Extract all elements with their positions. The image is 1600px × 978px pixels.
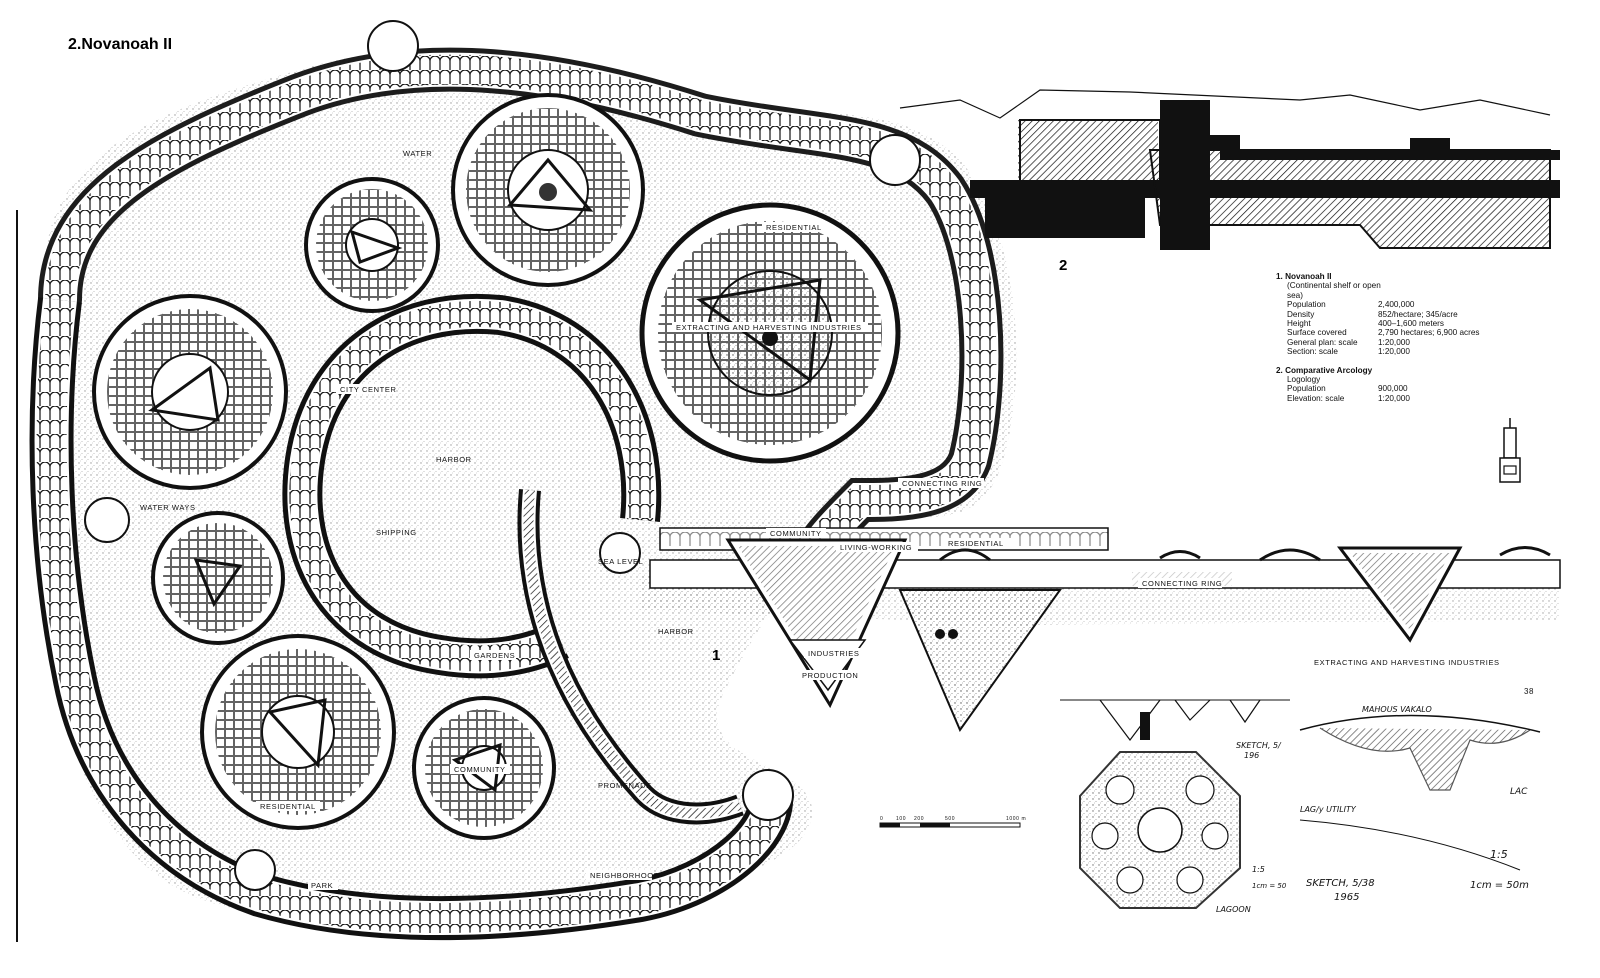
info-key: Elevation: scale bbox=[1287, 393, 1345, 403]
sketch-lac: LAC bbox=[1510, 787, 1528, 797]
sketch-note-a: SKETCH, 5/ bbox=[1236, 741, 1282, 750]
sketch-note-c: 1:5 bbox=[1490, 848, 1508, 861]
info-table: 1. Novanoah II (Continental shelf or ope… bbox=[1276, 272, 1526, 403]
figure-number-2: 2 bbox=[1059, 257, 1067, 274]
info-key: Population bbox=[1287, 300, 1326, 310]
arcology-elevation bbox=[899, 89, 1560, 250]
info-item1-heading: 1. Novanoah II bbox=[1276, 272, 1332, 281]
label-shipping: SHIPPING bbox=[376, 528, 417, 537]
scale-tick-200: 200 bbox=[914, 816, 924, 822]
info-row: Surface covered 2,790 hectares; 6,900 acr… bbox=[1276, 328, 1526, 337]
info-row: General plan: scale 1:20,000 bbox=[1276, 338, 1526, 347]
sketch-lagoon: LAGOON bbox=[1216, 905, 1251, 914]
label-neighborhood: NEIGHBORHOOD bbox=[590, 871, 660, 880]
scale-tick-0: 0 bbox=[880, 816, 883, 822]
pod-southwest-small bbox=[151, 511, 285, 645]
pod-west bbox=[92, 294, 288, 490]
scale-tick-1000: 1000 m bbox=[1006, 816, 1026, 822]
label-community-plan: COMMUNITY bbox=[454, 765, 506, 774]
info-row: Height 400–1,600 meters bbox=[1276, 319, 1526, 328]
info-value: 1:20,000 bbox=[1378, 393, 1410, 403]
info-item2-heading: 2. Comparative Arcology bbox=[1276, 365, 1373, 375]
section-label-industries: INDUSTRIES bbox=[808, 649, 859, 658]
label-harbor-inner: HARBOR bbox=[436, 455, 472, 464]
info-row: Population 2,400,000 bbox=[1276, 300, 1526, 309]
label-harbor-outer: HARBOR bbox=[658, 627, 694, 636]
label-residential-top: RESIDENTIAL bbox=[766, 223, 822, 232]
label-residential-bottom: RESIDENTIAL bbox=[260, 802, 316, 811]
info-value: 852/hectare; 345/acre bbox=[1378, 309, 1458, 319]
info-value: 900,000 bbox=[1378, 384, 1408, 394]
info-key: Surface covered bbox=[1287, 328, 1347, 338]
sketch-date: SKETCH, 5/38 bbox=[1306, 878, 1375, 889]
info-row: Section: scale 1:20,000 bbox=[1276, 347, 1526, 356]
info-value: 2,790 hectares; 6,900 acres bbox=[1378, 328, 1480, 338]
section-label-extracting: EXTRACTING AND HARVESTING INDUSTRIES bbox=[1314, 658, 1500, 667]
info-item2-sub: Logology bbox=[1287, 375, 1321, 385]
sketch-note-b: 1:5 bbox=[1252, 865, 1265, 874]
scale-tick-500: 500 bbox=[945, 816, 955, 822]
label-extracting-plan: EXTRACTING AND HARVESTING INDUSTRIES bbox=[676, 323, 862, 332]
pod-northwest bbox=[304, 177, 440, 313]
info-key: Population bbox=[1287, 384, 1326, 394]
info-value: 1:20,000 bbox=[1378, 337, 1410, 347]
sketch-note-b2: 1cm = 50 bbox=[1252, 882, 1287, 890]
info-item1-sub: (Continental shelf or open sea) bbox=[1287, 281, 1381, 300]
section-label-production: PRODUCTION bbox=[802, 671, 858, 680]
scale-tick-100: 100 bbox=[896, 816, 906, 822]
sketch-section-right bbox=[1299, 714, 1541, 871]
page-binding-edge bbox=[16, 210, 18, 942]
label-park: PARK bbox=[311, 881, 333, 890]
info-value: 2,400,000 bbox=[1378, 300, 1415, 310]
figure-number-1: 1 bbox=[712, 647, 720, 664]
info-row: Population 900,000 bbox=[1276, 384, 1526, 393]
sketch-section-small bbox=[1060, 699, 1290, 741]
label-water: WATER bbox=[403, 149, 432, 158]
info-value: 1:20,000 bbox=[1378, 347, 1410, 357]
height-comparison-icon bbox=[1499, 418, 1521, 483]
pod-north bbox=[451, 93, 645, 287]
section-label-community: COMMUNITY bbox=[770, 529, 822, 538]
sketch-year: 1965 bbox=[1334, 892, 1359, 903]
page-number: 38 bbox=[1524, 687, 1534, 696]
label-city-center: CITY CENTER bbox=[340, 385, 396, 394]
info-value: 400–1,600 meters bbox=[1378, 319, 1444, 329]
info-key: Height bbox=[1287, 319, 1311, 329]
info-row: Density 852/hectare; 345/acre bbox=[1276, 310, 1526, 319]
section-label-residential: RESIDENTIAL bbox=[948, 539, 1004, 548]
scale-bar: 0 100 200 500 1000 m bbox=[879, 816, 1026, 828]
sketch-note-a2: 196 bbox=[1244, 751, 1259, 760]
label-promenade: PROMENADE bbox=[598, 781, 652, 790]
info-key: General plan: scale bbox=[1287, 337, 1358, 347]
info-row: Elevation: scale 1:20,000 bbox=[1276, 394, 1526, 403]
sketch-mahous-vakalo: MAHOUS VAKALO bbox=[1362, 705, 1432, 714]
sketch-lag-utility: LAG/y UTILITY bbox=[1300, 805, 1357, 814]
info-key: Density bbox=[1287, 309, 1315, 319]
label-gardens: GARDENS bbox=[474, 651, 515, 660]
info-key: Section: scale bbox=[1287, 347, 1338, 357]
sketch-plan-octagon bbox=[1079, 751, 1241, 909]
section-label-connecting-ring: CONNECTING RING bbox=[1142, 579, 1222, 588]
sketch-note-c2: 1cm = 50m bbox=[1470, 880, 1529, 891]
label-sea-level: SEA LEVEL bbox=[598, 557, 643, 566]
page-title: 2.Novanoah II bbox=[68, 36, 173, 53]
section-label-living-working: LIVING-WORKING bbox=[840, 543, 912, 552]
label-water-ways: WATER WAYS bbox=[140, 503, 196, 512]
label-connecting-ring-plan: CONNECTING RING bbox=[902, 479, 982, 488]
pod-south-residential bbox=[200, 634, 396, 830]
pod-east-large bbox=[639, 202, 901, 464]
